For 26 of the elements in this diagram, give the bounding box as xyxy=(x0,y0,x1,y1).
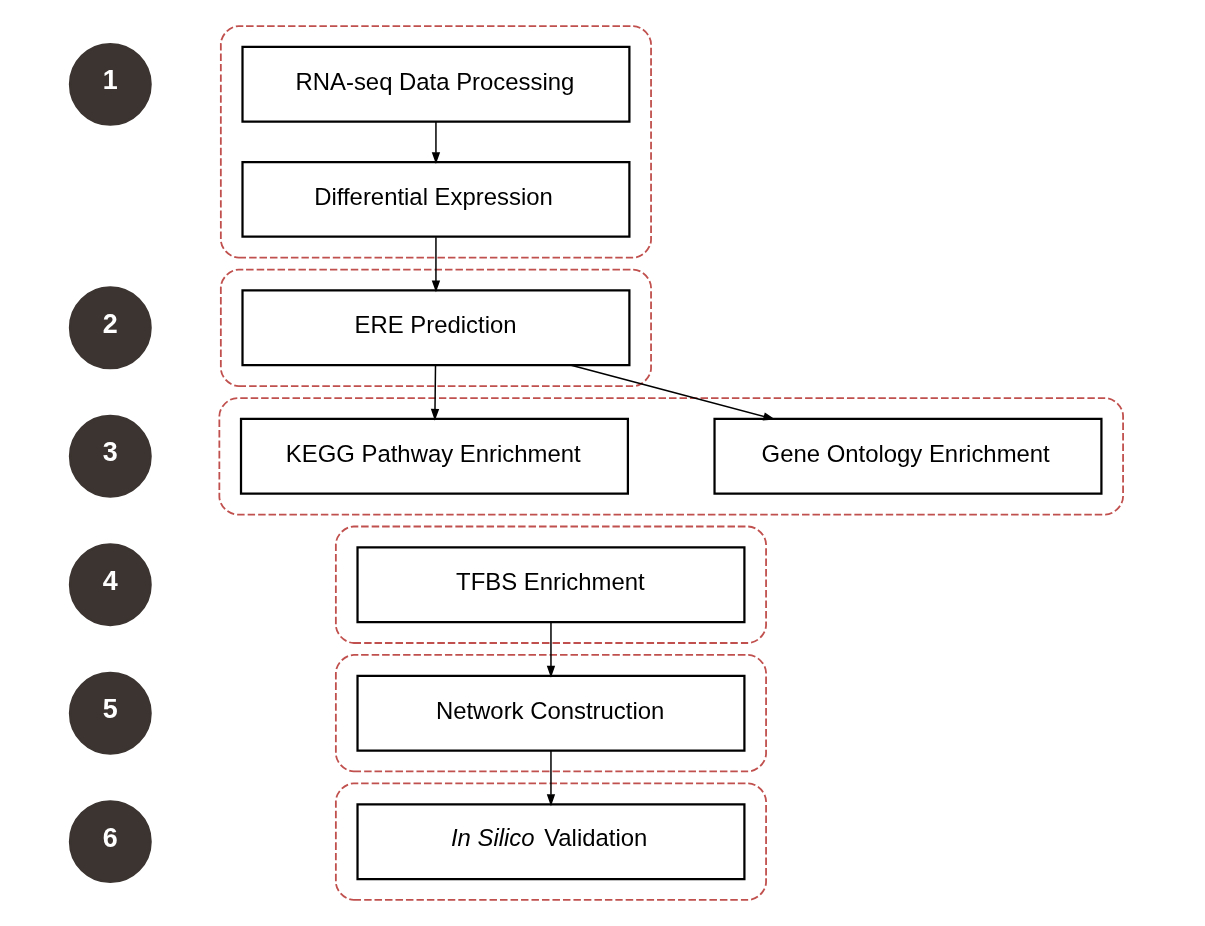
node-circle: 2 xyxy=(68,286,152,370)
node-box: TFBS Enrichment xyxy=(356,546,746,624)
arrow xyxy=(546,750,556,807)
node-box: In Silico Validation xyxy=(356,803,746,881)
node-circle: 3 xyxy=(68,414,152,498)
node-circle: 4 xyxy=(68,543,152,627)
arrow xyxy=(570,364,776,421)
node-circle: 1 xyxy=(68,42,152,126)
arrow xyxy=(430,364,440,421)
node-circle: 6 xyxy=(68,800,152,884)
cluster xyxy=(219,268,652,387)
node-box: ERE Prediction xyxy=(241,289,631,367)
cluster xyxy=(334,782,767,901)
cluster xyxy=(218,397,1124,516)
cluster xyxy=(334,525,767,644)
arrow xyxy=(431,121,441,165)
node-box: Differential Expression xyxy=(241,160,631,238)
cluster xyxy=(334,654,767,773)
node-circle: 5 xyxy=(68,671,152,755)
arrow xyxy=(546,621,556,678)
node-box: RNA-seq Data Processing xyxy=(241,45,631,123)
cluster xyxy=(219,25,652,259)
node-box: Gene Ontology Enrichment xyxy=(713,417,1103,495)
arrow xyxy=(431,236,441,293)
node-box: Network Construction xyxy=(356,674,746,752)
node-box: KEGG Pathway Enrichment xyxy=(239,417,629,495)
